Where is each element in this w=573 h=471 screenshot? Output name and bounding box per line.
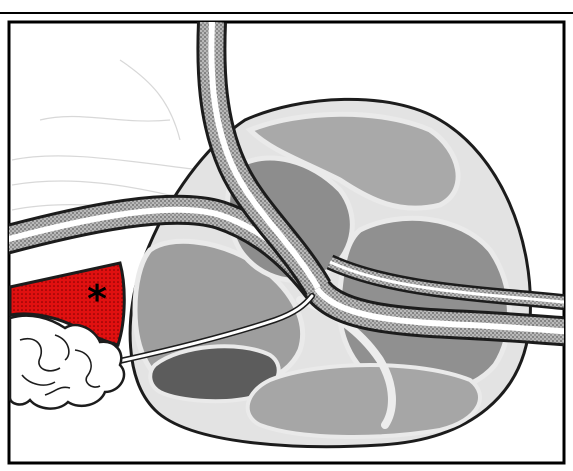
organ-bottom-region xyxy=(248,365,480,437)
asterisk-icon: * xyxy=(87,277,107,321)
